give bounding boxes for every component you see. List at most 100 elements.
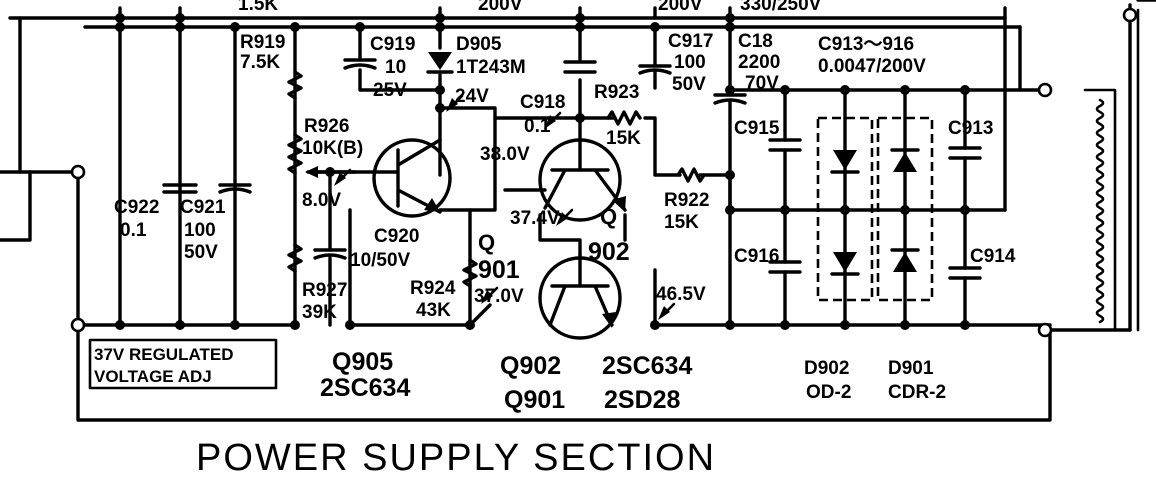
resistor-r926 bbox=[287, 133, 303, 175]
diode-d901-box bbox=[876, 116, 934, 302]
label-q901-num: 901 bbox=[478, 256, 520, 284]
label-c921-value1: 100 bbox=[184, 220, 216, 241]
label-c919-ref: C919 bbox=[370, 34, 415, 55]
wiring bbox=[0, 0, 1156, 422]
label-r926-value: 10K(B) bbox=[302, 138, 363, 159]
label-c18-value2: 70V bbox=[745, 73, 779, 94]
resistor-r927 bbox=[287, 243, 303, 273]
label-c920-value: 10/50V bbox=[350, 250, 411, 271]
label-v8: 8.0V bbox=[302, 190, 341, 211]
label-r927-value: 39K bbox=[302, 302, 337, 323]
label-c917-value1: 100 bbox=[674, 52, 706, 73]
resistor-r924 bbox=[462, 258, 478, 288]
capacitor-c916 bbox=[768, 260, 802, 274]
adj-box bbox=[88, 338, 278, 390]
resistor-r923 bbox=[606, 110, 642, 126]
resistor-r919 bbox=[287, 70, 303, 100]
label-c916: C916 bbox=[734, 246, 779, 267]
label-c18-ref: C18 bbox=[738, 31, 773, 52]
label-c922-value: 0.1 bbox=[120, 220, 147, 241]
label-c921-ref: C921 bbox=[180, 197, 226, 218]
label-c915: C915 bbox=[734, 118, 780, 139]
parts-q902-type: 2SC634 bbox=[602, 352, 692, 380]
transistor-q905 bbox=[372, 138, 452, 218]
capacitor-c921 bbox=[218, 183, 252, 194]
label-v-partial-b: 200V bbox=[658, 0, 703, 15]
capacitor-c920 bbox=[313, 248, 347, 260]
transformer-winding bbox=[1083, 8, 1140, 332]
label-r919-value: 7.5K bbox=[240, 52, 280, 73]
parts-d902-ref: D902 bbox=[804, 358, 849, 379]
resistors bbox=[287, 70, 706, 288]
capacitors bbox=[162, 58, 982, 280]
diode-d901-lower bbox=[893, 252, 917, 272]
label-c917-ref: C917 bbox=[668, 31, 713, 52]
adj-box-line2: VOLTAGE ADJ bbox=[94, 367, 212, 386]
capacitor-c914 bbox=[948, 266, 982, 280]
label-c913-916-ref: C913～916 bbox=[818, 34, 914, 55]
adj-box-line1: 37V REGULATED bbox=[94, 345, 234, 364]
labels: 1.5K 200V 200V 330/250V R919 7.5K C919 1… bbox=[94, 0, 1016, 479]
label-r-partial: 1.5K bbox=[238, 0, 278, 15]
label-d905-ref: D905 bbox=[456, 34, 502, 55]
label-c913: C913 bbox=[948, 118, 993, 139]
label-c917-value2: 50V bbox=[672, 74, 706, 95]
label-v-partial-a: 200V bbox=[478, 0, 523, 15]
label-c914: C914 bbox=[970, 246, 1016, 267]
label-v24: 24V bbox=[455, 86, 489, 107]
label-c922-ref: C922 bbox=[114, 197, 159, 218]
capacitor-c919 bbox=[343, 58, 377, 70]
label-c-partial: 330/250V bbox=[740, 0, 822, 15]
label-r924-value: 43K bbox=[416, 300, 451, 321]
capacitor-c918 bbox=[563, 60, 597, 74]
capacitor-c913 bbox=[948, 146, 982, 160]
resistor-r922 bbox=[676, 167, 706, 183]
parts-q901-ref: Q901 bbox=[504, 386, 565, 414]
diodes bbox=[426, 52, 934, 302]
voltage-probes bbox=[334, 94, 676, 320]
label-c913-916-value: 0.0047/200V bbox=[818, 56, 926, 77]
transistors bbox=[372, 113, 627, 340]
label-r927-ref: R927 bbox=[302, 280, 347, 301]
label-v374: 37.4V bbox=[510, 208, 560, 229]
label-c918-value: 0.1 bbox=[524, 116, 551, 137]
label-r926-ref: R926 bbox=[304, 116, 349, 137]
capacitor-c917 bbox=[638, 64, 672, 75]
capacitor-c915 bbox=[768, 138, 802, 152]
label-r923-value: 15K bbox=[606, 128, 641, 149]
parts-d901-type: CDR-2 bbox=[888, 382, 946, 403]
label-c18-value1: 2200 bbox=[738, 52, 780, 73]
label-r922-value: 15K bbox=[664, 212, 699, 233]
diode-d905 bbox=[428, 52, 452, 70]
diode-d901-upper bbox=[893, 152, 917, 172]
label-r919-ref: R919 bbox=[240, 32, 285, 53]
parts-d902-type: OD-2 bbox=[806, 382, 851, 403]
label-c921-value2: 50V bbox=[184, 242, 218, 263]
label-c920-ref: C920 bbox=[374, 226, 419, 247]
diode-d902-box bbox=[816, 116, 874, 302]
label-q902-num: 902 bbox=[588, 238, 630, 266]
transistor-q901 bbox=[538, 253, 622, 340]
label-q902-q: Q bbox=[600, 204, 617, 229]
parts-q905-type: 2SC634 bbox=[320, 374, 410, 402]
label-v370: 37.0V bbox=[474, 286, 524, 307]
label-d905-value: 1T243M bbox=[456, 57, 526, 78]
label-r922-ref: R922 bbox=[664, 190, 709, 211]
junction-dots bbox=[70, 7, 1138, 338]
label-c919-value2: 25V bbox=[373, 80, 407, 101]
parts-q901-type: 2SD28 bbox=[604, 386, 681, 414]
transistor-q902 bbox=[538, 113, 627, 222]
label-c918-ref: C918 bbox=[520, 92, 565, 113]
parts-d901-ref: D901 bbox=[888, 358, 934, 379]
section-title: POWER SUPPLY SECTION bbox=[196, 437, 716, 479]
label-r923-ref: R923 bbox=[594, 82, 639, 103]
label-q901-q: Q bbox=[478, 230, 495, 255]
label-v465: 46.5V bbox=[656, 284, 706, 305]
capacitor-c922 bbox=[162, 183, 198, 194]
label-c919-value1: 10 bbox=[385, 57, 406, 78]
label-r924-ref: R924 bbox=[410, 278, 456, 299]
diode-d902-lower bbox=[833, 252, 857, 272]
label-v38: 38.0V bbox=[480, 144, 530, 165]
parts-q902-ref: Q902 bbox=[500, 352, 561, 380]
